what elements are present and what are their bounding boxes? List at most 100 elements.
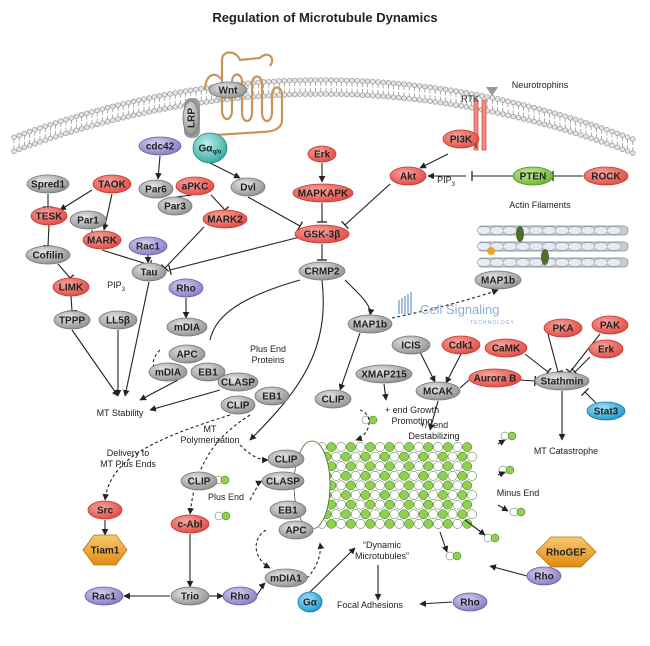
node-cabl[interactable]: c-Abl — [171, 515, 209, 533]
node-eb1_2[interactable]: EB1 — [255, 387, 289, 405]
pip3-label-left: PIP3 — [107, 280, 126, 293]
node-icis[interactable]: ICIS — [392, 336, 430, 354]
node-aurorab[interactable]: Aurora B — [469, 369, 521, 387]
node-cdc42[interactable]: cdc42 — [139, 137, 181, 155]
node-pi3k[interactable]: PI3K — [443, 130, 479, 148]
node-pak[interactable]: PAK — [592, 316, 628, 334]
node-label: Cdk1 — [449, 341, 474, 352]
node-label: PI3K — [450, 135, 473, 146]
node-label: CLASP — [221, 378, 255, 389]
node-mark[interactable]: MARK — [83, 231, 121, 249]
node-clasp2[interactable]: CLASP — [262, 472, 304, 490]
node-label: PAK — [600, 321, 621, 332]
node-label: Gα — [303, 598, 318, 609]
pip3-label-top: PIP3 — [437, 175, 456, 188]
node-apc1[interactable]: APC — [169, 345, 205, 363]
node-akt[interactable]: Akt — [390, 167, 426, 185]
node-mapkapk[interactable]: MAPKAPK — [293, 184, 353, 202]
node-ll5b[interactable]: LL5β — [99, 311, 137, 329]
node-label: CLIP — [275, 455, 298, 466]
node-rock[interactable]: ROCK — [584, 167, 628, 185]
node-mdia[interactable]: mDIA — [167, 318, 207, 336]
node-mark2[interactable]: MARK2 — [203, 210, 247, 228]
node-lrp[interactable]: LRP — [183, 101, 199, 135]
node-tesk[interactable]: TESK — [31, 207, 67, 225]
node-wnt[interactable]: Wnt — [209, 82, 247, 98]
node-mcak[interactable]: MCAK — [416, 382, 460, 400]
node-map1b_actin[interactable]: MAP1b — [475, 271, 521, 289]
node-eb1_3[interactable]: EB1 — [270, 501, 306, 519]
node-rho3[interactable]: Rho — [453, 593, 487, 611]
node-label: cdc42 — [146, 142, 175, 153]
node-rho2[interactable]: Rho — [223, 587, 257, 605]
node-cdk1[interactable]: Cdk1 — [442, 336, 480, 354]
node-label: Aurora B — [474, 374, 517, 385]
node-label: CLIP — [227, 401, 250, 412]
node-label: mDIA1 — [270, 574, 302, 585]
node-apc2[interactable]: APC — [279, 521, 313, 539]
node-rho4[interactable]: Rho — [527, 567, 561, 585]
node-camk[interactable]: CaMK — [485, 339, 527, 357]
node-stathmin[interactable]: Stathmin — [535, 372, 589, 390]
node-label: Rho — [460, 598, 479, 609]
node-cofilin[interactable]: Cofilin — [26, 246, 70, 264]
node-tppp[interactable]: TPPP — [54, 311, 90, 329]
node-gsk3b[interactable]: GSK-3β — [295, 225, 349, 243]
node-pka[interactable]: PKA — [544, 319, 582, 337]
node-dvl[interactable]: Dvl — [231, 178, 265, 196]
node-label: Rho — [230, 592, 249, 603]
node-tau[interactable]: Tau — [132, 263, 166, 281]
node-rho1[interactable]: Rho — [169, 279, 203, 297]
node-clip3[interactable]: CLIP — [268, 450, 304, 468]
node-galpha[interactable]: Gα — [298, 592, 322, 612]
node-label: Erk — [598, 345, 615, 356]
node-erk2[interactable]: Erk — [589, 340, 623, 358]
node-label: Cofilin — [32, 251, 63, 262]
node-label: Tau — [140, 268, 157, 279]
node-label: Wnt — [219, 86, 239, 97]
node-label: EB1 — [278, 506, 298, 517]
node-label: MAP1b — [353, 320, 387, 331]
node-pten[interactable]: PTEN — [513, 167, 553, 185]
node-par3[interactable]: Par3 — [158, 197, 192, 215]
node-par1[interactable]: Par1 — [70, 211, 106, 229]
node-label: PTEN — [520, 172, 547, 183]
node-apkc[interactable]: aPKC — [176, 177, 214, 195]
node-label: EB1 — [198, 368, 218, 379]
plus-end-label: Plus End — [208, 492, 244, 502]
node-erk1[interactable]: Erk — [308, 146, 336, 162]
node-clasp1[interactable]: CLASP — [218, 373, 258, 391]
node-mdia1[interactable]: mDIA1 — [265, 569, 307, 587]
node-map1b[interactable]: MAP1b — [348, 315, 392, 333]
node-trio[interactable]: Trio — [171, 587, 209, 605]
node-galpha_qo[interactable]: Gαq/o — [193, 133, 227, 163]
node-stat3[interactable]: Stat3 — [587, 402, 625, 420]
node-label: PKA — [552, 324, 573, 335]
node-xmap215[interactable]: XMAP215 — [356, 365, 412, 383]
node-label: LIMK — [59, 283, 84, 294]
node-taok[interactable]: TAOK — [93, 175, 131, 193]
node-par6[interactable]: Par6 — [139, 180, 173, 198]
node-clip4[interactable]: CLIP — [181, 472, 217, 490]
node-label: TESK — [36, 212, 63, 223]
node-label: TAOK — [98, 180, 126, 191]
node-spred1[interactable]: Spred1 — [27, 175, 69, 193]
node-rac1_b[interactable]: Rac1 — [85, 587, 123, 605]
node-label: Akt — [400, 172, 417, 183]
node-crmp2[interactable]: CRMP2 — [299, 262, 345, 280]
node-clip1[interactable]: CLIP — [221, 396, 255, 414]
node-tiam1[interactable]: Tiam1 — [83, 535, 127, 565]
node-src[interactable]: Src — [88, 501, 122, 519]
node-limk[interactable]: LIMK — [53, 278, 89, 296]
node-label: APC — [285, 526, 306, 537]
node-clip2[interactable]: CLIP — [315, 390, 351, 408]
rtk-label: RTK — [461, 94, 479, 104]
node-rac1_a[interactable]: Rac1 — [129, 237, 167, 255]
node-rhogef[interactable]: RhoGEF — [536, 537, 596, 567]
watermark-subtext: TECHNOLOGY — [470, 320, 515, 326]
node-label: MAPKAPK — [298, 189, 349, 200]
node-label: MARK2 — [207, 215, 243, 226]
node-mdia2[interactable]: mDIA — [149, 363, 187, 381]
node-label: Src — [97, 506, 114, 517]
node-label: CLASP — [266, 477, 300, 488]
